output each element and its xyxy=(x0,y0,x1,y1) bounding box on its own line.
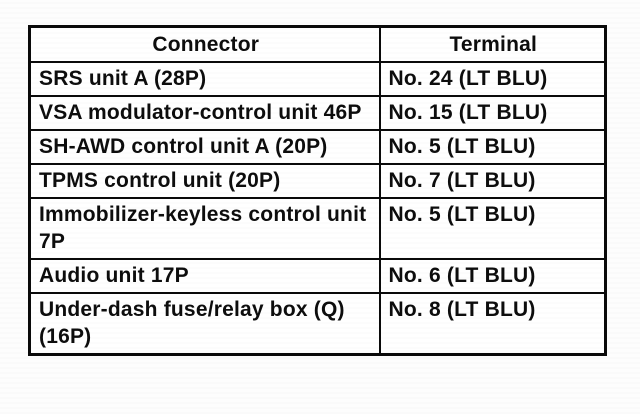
terminal-cell: No. 7 (LT BLU) xyxy=(378,163,607,199)
connector-cell: SH-AWD control unit A (20P) xyxy=(28,129,381,165)
table-body: SRS unit A (28P)No. 24 (LT BLU)VSA modul… xyxy=(28,61,607,356)
connector-column-header: Connector xyxy=(28,25,381,63)
terminal-cell: No. 6 (LT BLU) xyxy=(378,258,607,294)
connector-cell: Under-dash fuse/relay box (Q) (16P) xyxy=(28,292,381,356)
terminal-cell: No. 8 (LT BLU) xyxy=(378,292,607,356)
connector-terminal-table: Connector Terminal SRS unit A (28P)No. 2… xyxy=(28,25,607,356)
connector-cell: Immobilizer-keyless control unit 7P xyxy=(28,197,381,260)
connector-cell: SRS unit A (28P) xyxy=(28,61,381,97)
terminal-cell: No. 5 (LT BLU) xyxy=(378,129,607,165)
table-header-row: Connector Terminal xyxy=(28,25,607,63)
table-row: TPMS control unit (20P)No. 7 (LT BLU) xyxy=(28,163,607,199)
connector-cell: Audio unit 17P xyxy=(28,258,381,294)
terminal-cell: No. 24 (LT BLU) xyxy=(378,61,607,97)
connector-cell: VSA modulator-control unit 46P xyxy=(28,95,381,131)
terminal-cell: No. 15 (LT BLU) xyxy=(378,95,607,131)
table-row: Under-dash fuse/relay box (Q) (16P)No. 8… xyxy=(28,292,607,356)
terminal-column-header: Terminal xyxy=(378,25,607,63)
connector-cell: TPMS control unit (20P) xyxy=(28,163,381,199)
table-row: SH-AWD control unit A (20P)No. 5 (LT BLU… xyxy=(28,129,607,165)
terminal-cell: No. 5 (LT BLU) xyxy=(378,197,607,260)
table-row: SRS unit A (28P)No. 24 (LT BLU) xyxy=(28,61,607,97)
